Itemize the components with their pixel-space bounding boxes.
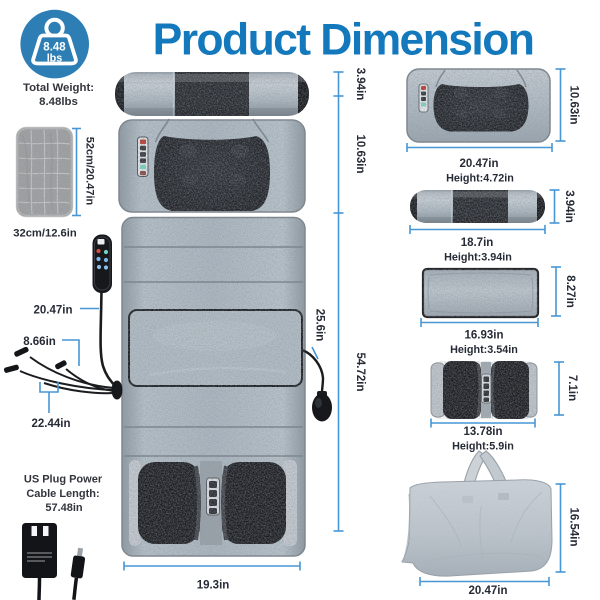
- svg-text:16.54in: 16.54in: [568, 508, 580, 547]
- svg-text:3.94in: 3.94in: [563, 190, 575, 223]
- svg-text:25.6in: 25.6in: [314, 309, 326, 342]
- svg-text:lbs: lbs: [47, 52, 63, 64]
- svg-text:Height:5.9in: Height:5.9in: [452, 441, 514, 453]
- svg-text:13.78in: 13.78in: [464, 426, 503, 438]
- svg-text:19.3in: 19.3in: [197, 580, 230, 592]
- svg-text:Height:3.94in: Height:3.94in: [444, 252, 512, 264]
- svg-text:US Plug Power: US Plug Power: [24, 474, 103, 486]
- svg-text:20.47in: 20.47in: [34, 305, 73, 317]
- svg-text:Height:3.54in: Height:3.54in: [450, 344, 518, 356]
- svg-text:8.66in: 8.66in: [23, 336, 56, 348]
- svg-text:52cm/20.47in: 52cm/20.47in: [84, 137, 96, 206]
- svg-text:57.48in: 57.48in: [45, 502, 83, 514]
- svg-text:Cable Length:: Cable Length:: [26, 488, 99, 500]
- svg-text:54.72in: 54.72in: [354, 353, 366, 392]
- svg-text:Product Dimension: Product Dimension: [153, 16, 534, 65]
- svg-text:3.94in: 3.94in: [354, 68, 366, 101]
- svg-text:32cm/12.6in: 32cm/12.6in: [13, 228, 77, 240]
- svg-text:8.48: 8.48: [43, 42, 66, 54]
- svg-text:Total Weight:: Total Weight:: [23, 82, 94, 94]
- svg-text:20.47in: 20.47in: [469, 585, 508, 597]
- svg-text:7.1in: 7.1in: [566, 375, 578, 401]
- svg-text:10.63in: 10.63in: [354, 135, 366, 174]
- svg-text:18.7in: 18.7in: [461, 237, 494, 249]
- svg-text:10.63in: 10.63in: [568, 86, 580, 125]
- svg-text:20.47in: 20.47in: [460, 158, 499, 170]
- svg-text:8.27in: 8.27in: [564, 275, 576, 308]
- svg-text:16.93in: 16.93in: [465, 330, 504, 342]
- svg-text:Height:4.72in: Height:4.72in: [446, 173, 514, 185]
- svg-text:22.44in: 22.44in: [32, 418, 71, 430]
- svg-text:8.48lbs: 8.48lbs: [39, 96, 78, 108]
